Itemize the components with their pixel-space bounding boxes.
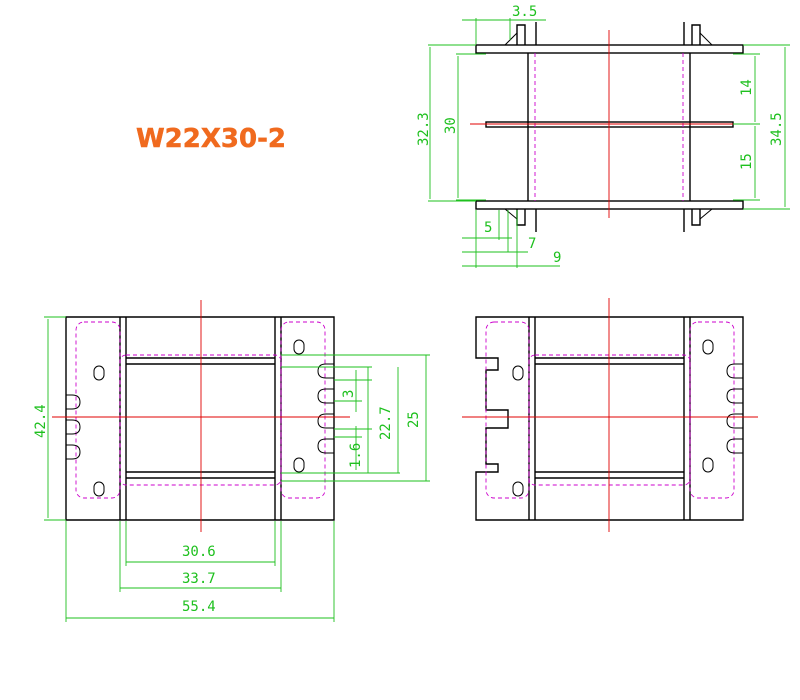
side-hidden-core xyxy=(528,354,691,486)
side-outline xyxy=(475,316,744,521)
front-hole-bottom-right xyxy=(293,457,305,473)
dim-outer-height-label: 34.5 xyxy=(769,112,785,146)
dim-lower-section: 15 xyxy=(733,126,760,201)
top-flange xyxy=(475,44,744,54)
middle-divider xyxy=(485,121,734,128)
front-hole-top-right xyxy=(293,339,305,355)
dim-front-height-label: 42.4 xyxy=(33,404,49,438)
front-hidden-left xyxy=(75,321,121,499)
front-slots-left xyxy=(66,394,81,460)
dim-flange-thickness: 3.5 xyxy=(462,4,546,44)
front-hidden-core xyxy=(119,354,282,486)
dim-pin-offsets: 5 7 9 xyxy=(462,210,561,268)
dim-upper-section-label: 14 xyxy=(739,79,755,96)
pin-bottom-right-clip xyxy=(699,208,713,220)
front-hole-top-left xyxy=(93,365,105,381)
dim-outer-height: 34.5 xyxy=(743,44,790,210)
dim-inner-height: 32.3 xyxy=(416,44,476,202)
dim-pin-offset-b-label: 7 xyxy=(528,236,536,252)
side-slots-right xyxy=(726,363,743,454)
dim-slot-pitch-label: 3 xyxy=(341,390,357,398)
dim-pin-offset-a-label: 5 xyxy=(484,220,492,236)
dim-overall-width-label: 55.4 xyxy=(182,599,216,615)
dim-flange-span-label: 33.7 xyxy=(182,571,216,587)
pin-bottom-left-clip xyxy=(504,208,518,220)
dim-lower-section-label: 15 xyxy=(739,153,755,170)
side-view xyxy=(462,298,758,532)
dim-pin-offset-c-label: 9 xyxy=(553,250,561,266)
bottom-flange xyxy=(475,200,744,210)
dim-flange-height-label: 25 xyxy=(406,411,422,428)
pin-bottom-right xyxy=(691,209,701,226)
side-hole-bottom-right xyxy=(702,457,714,473)
front-hidden-right xyxy=(280,321,326,499)
side-hole-top-left xyxy=(512,365,524,381)
dim-flange-thickness-label: 3.5 xyxy=(512,4,537,20)
pin-top-left-clip xyxy=(504,32,518,46)
front-view: 42.4 3 1.6 22.7 25 xyxy=(33,300,430,622)
side-hole-bottom-left xyxy=(512,481,524,497)
front-slots-right xyxy=(317,363,334,454)
drawing-title: W22X30-2 xyxy=(136,124,286,154)
dim-inner-height-label: 32.3 xyxy=(416,112,432,146)
dim-front-bottom: 30.6 33.7 55.4 xyxy=(65,521,335,622)
dim-inner-width-label: 30.6 xyxy=(182,544,216,560)
front-outline xyxy=(65,316,335,521)
dim-window-height-label: 30 xyxy=(443,117,459,134)
dim-window-height: 30 xyxy=(443,53,486,201)
pin-top-left xyxy=(516,24,526,45)
dim-upper-section: 14 xyxy=(733,53,760,125)
pin-top-right xyxy=(691,24,701,45)
side-hidden-right xyxy=(689,321,735,499)
pin-top-right-clip xyxy=(699,32,713,46)
pin-bottom-left xyxy=(516,209,526,226)
dim-winding-height-label: 22.7 xyxy=(378,406,394,440)
dim-slot-gap-label: 1.6 xyxy=(348,443,364,468)
dim-front-right: 3 1.6 22.7 25 xyxy=(281,354,430,482)
dim-front-height: 42.4 xyxy=(33,316,66,521)
top-view: 3.5 32.3 30 14 15 xyxy=(416,4,790,268)
front-hole-bottom-left xyxy=(93,481,105,497)
side-hole-top-right xyxy=(702,339,714,355)
